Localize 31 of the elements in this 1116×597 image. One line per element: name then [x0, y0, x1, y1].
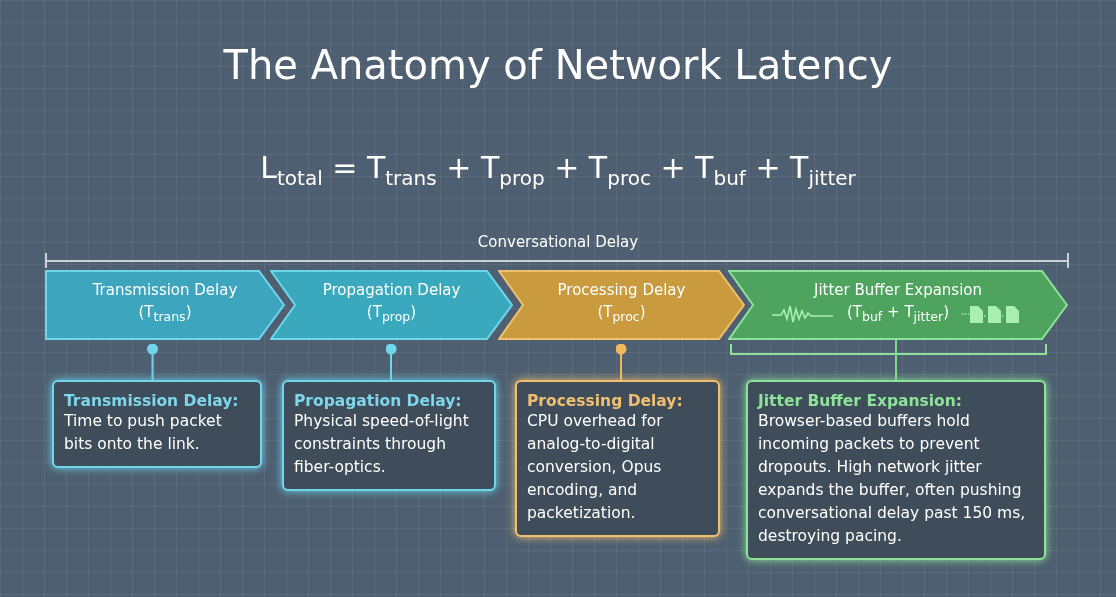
card-heading: Transmission Delay:: [64, 392, 240, 410]
card-text: Physical speed-of-light constraints through fiber-optics.: [294, 411, 470, 478]
card-text: Time to push packet bits onto the link.: [64, 411, 223, 455]
span-label: Conversational Delay: [476, 233, 640, 251]
description-card: [746, 380, 1046, 560]
leader-line: [385, 343, 397, 381]
formula: L$_{total}$ = T$_{trans}$ + T$_{prop}$ + T$_{proc}$ + T$_{buf}$ + T$_{jitter}$: [259, 150, 857, 190]
description-card: [282, 380, 496, 491]
symbol-label: (T$_{proc}$): [597, 303, 646, 324]
leader-line: [615, 343, 627, 381]
card-text: Browser-based buffers hold incoming packets to prevent dropouts. High network jitter expands the buffer, often pushing conversational delay past 150 ms, destroying pacing.: [758, 411, 1027, 547]
stage-band: [498, 270, 745, 340]
description-card: [515, 380, 720, 537]
chevron-title: Jitter Buffer Expansion: [813, 281, 983, 299]
card-heading: Propagation Delay:: [294, 392, 463, 410]
leader-line: [895, 339, 897, 381]
card-heading: Jitter Buffer Expansion:: [758, 392, 963, 410]
description-card: [52, 380, 262, 468]
chevron-title: Processing Delay: [557, 281, 686, 299]
title: The Anatomy of Network Latency: [222, 42, 894, 88]
card-text: CPU overhead for analog-to-digital conversion, Opus encoding, and packetization.: [527, 411, 664, 524]
stage-band: [45, 270, 285, 340]
chevron-title: Transmission Delay: [92, 281, 238, 299]
card-heading: Processing Delay:: [527, 392, 684, 410]
stage-band: [728, 270, 1068, 340]
symbol-label: (T$_{trans}$): [138, 303, 192, 324]
leader-line: [147, 343, 158, 381]
symbol-label: (T$_{buf}$ + T$_{jitter}$): [847, 303, 949, 324]
stage-band: [270, 270, 513, 340]
chevron-title: Propagation Delay: [322, 281, 461, 299]
symbol-label: (T$_{prop}$): [366, 303, 417, 324]
